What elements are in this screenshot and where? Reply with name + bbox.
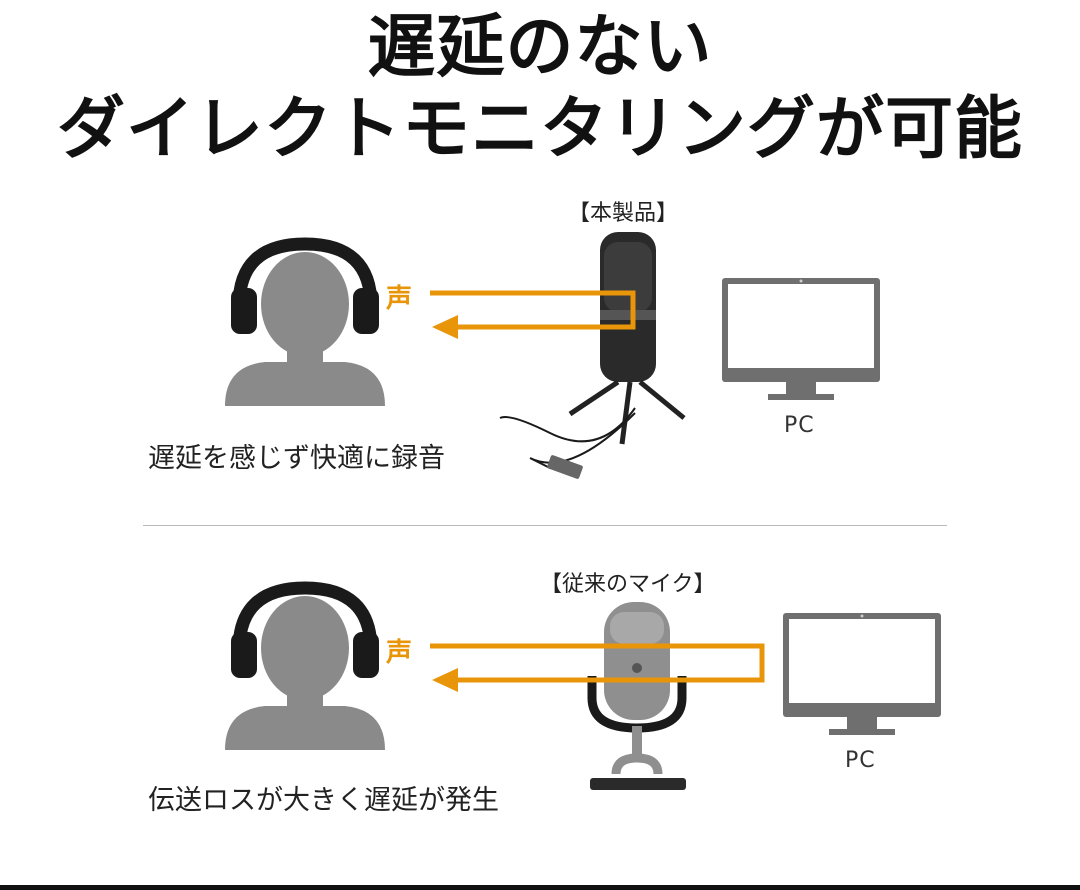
voice-label: 声 [386, 638, 413, 668]
page-title-line2: ダイレクトモニタリングが可能 [56, 90, 1023, 169]
headphone-person-icon [225, 581, 385, 750]
section-divider [143, 525, 947, 526]
page-title-line1: 遅延のない [367, 8, 713, 87]
caption-this-product: 遅延を感じず快適に録音 [148, 443, 445, 474]
pc-label: PC [784, 413, 815, 438]
pc-monitor-icon [783, 613, 941, 735]
voice-label: 声 [386, 284, 413, 314]
desktop-microphone-icon [587, 602, 687, 790]
signal-arrow-icon [430, 290, 636, 339]
device-label: 【従来のマイク】 [540, 572, 716, 597]
pc-monitor-icon [722, 278, 880, 400]
device-label: 【本製品】 [568, 201, 679, 226]
signal-arrow-icon [430, 643, 765, 692]
pc-label: PC [845, 748, 876, 773]
bottom-rule [0, 885, 1080, 890]
caption-conventional-mic: 伝送ロスが大きく遅延が発生 [148, 785, 499, 816]
usb-microphone-icon [499, 232, 686, 479]
headphone-person-icon [225, 237, 385, 406]
